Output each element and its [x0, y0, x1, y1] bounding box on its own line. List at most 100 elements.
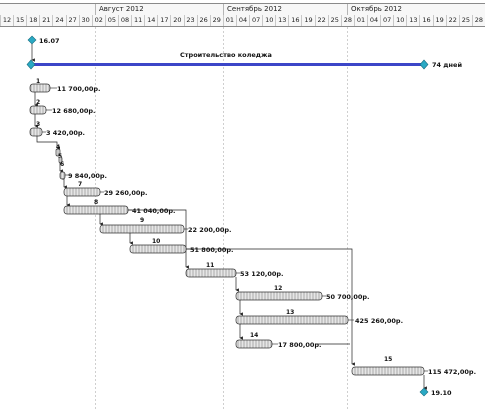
end-milestone-diamond: [419, 387, 429, 397]
task-9-number: 9: [140, 217, 144, 224]
summary-end-diamond: [419, 59, 429, 70]
start-milestone-diamond: [27, 35, 37, 45]
timescale-day: 07: [249, 15, 262, 26]
task-9-bar: [99, 224, 185, 234]
timescale-day: 20: [170, 15, 183, 26]
task-14[interactable]: 14 17 800,00р.: [235, 332, 322, 349]
timescale-day: 15: [13, 15, 26, 26]
task-10-cost: 51 800,00р.: [190, 246, 234, 254]
summary-duration: 74 дней: [432, 61, 462, 69]
timescale-day: 28: [471, 15, 485, 26]
task-5-bar: [58, 156, 63, 164]
task-1[interactable]: 1 11 700,00р.: [29, 78, 101, 93]
timescale-day: 11: [131, 15, 144, 26]
timescale-day: 08: [117, 15, 131, 26]
task-4[interactable]: 4: [55, 144, 61, 157]
task-14-bar: [235, 339, 273, 349]
task-4-number: 4: [56, 144, 60, 151]
timescale-day: 30: [78, 15, 92, 26]
task-8-cost: 41 040,00р.: [132, 207, 176, 215]
task-15-cost: 115 472,00р.: [428, 368, 476, 376]
end-milestone-date: 19.10: [431, 389, 452, 397]
task-9-cost: 22 200,00р.: [188, 226, 232, 234]
timescale-day: 25: [458, 15, 472, 26]
task-13[interactable]: 13 425 260,00р.: [235, 309, 403, 325]
task-12[interactable]: 12 50 700,00р.: [235, 285, 370, 301]
task-2-bar: [29, 105, 47, 115]
task-14-number: 14: [250, 332, 258, 339]
timescale-day: 04: [367, 15, 380, 26]
task-1-cost: 11 700,00р.: [57, 85, 101, 93]
task-3-number: 3: [36, 121, 40, 128]
link-3-4: [36, 136, 60, 150]
task-13-cost: 425 260,00р.: [355, 317, 403, 325]
timescale-day: 01: [353, 15, 367, 26]
start-milestone[interactable]: 16.07: [27, 35, 60, 45]
timescale-day: 01: [222, 15, 236, 26]
timescale-day: 16: [288, 15, 301, 26]
link-6-7: [62, 178, 67, 189]
task-15-number: 15: [384, 356, 392, 363]
timescale-day: 26: [196, 15, 210, 26]
timescale-day: 04: [235, 15, 249, 26]
task-7-cost: 29 260,00р.: [104, 189, 148, 197]
month-october: Октябрь 2012: [347, 4, 485, 15]
summary-task[interactable]: Строительство коледжа 74 дней: [26, 51, 462, 70]
month-august: Август 2012: [95, 4, 223, 15]
task-12-cost: 50 700,00р.: [326, 293, 370, 301]
task-10[interactable]: 10 51 800,00р.: [129, 238, 234, 254]
task-7[interactable]: 7 29 260,00р.: [63, 181, 148, 197]
timescale-day: 25: [327, 15, 341, 26]
timescale-day: 13: [406, 15, 419, 26]
task-8-number: 8: [94, 199, 98, 206]
timescale-day: 17: [157, 15, 170, 26]
task-11-cost: 53 120,00р.: [240, 270, 284, 278]
timescale-day: 02: [91, 15, 105, 26]
task-7-bar: [63, 187, 101, 197]
month-september: Сентябрь 2012: [223, 4, 347, 15]
task-6[interactable]: 6 9 840,00р.: [59, 161, 107, 180]
timescale-day: 19: [432, 15, 446, 26]
link-10-15: [186, 248, 355, 366]
summary-title: Строительство коледжа: [180, 51, 272, 59]
task-5-number: 5: [58, 153, 62, 160]
task-13-number: 13: [286, 309, 294, 316]
task-5[interactable]: 5: [58, 153, 63, 164]
timescale-day: 24: [52, 15, 65, 26]
summary-start-diamond: [26, 59, 36, 70]
task-11[interactable]: 11 53 120,00р.: [185, 262, 284, 278]
task-2-number: 2: [36, 99, 40, 106]
timescale-day: 18: [26, 15, 39, 26]
timescale-day: 22: [314, 15, 328, 26]
timescale-day: 12: [0, 15, 13, 26]
task-8[interactable]: 8 41 040,00р.: [63, 199, 176, 215]
month-gridlines: [95, 27, 348, 409]
start-milestone-date: 16.07: [39, 37, 60, 45]
task-14-cost: 17 800,00р.: [278, 341, 322, 349]
timescale-day: 10: [393, 15, 406, 26]
task-12-number: 12: [274, 285, 282, 292]
task-10-number: 10: [152, 238, 160, 245]
end-milestone[interactable]: 19.10: [419, 387, 452, 397]
task-1-number: 1: [36, 78, 40, 85]
task-3[interactable]: 3 3 420,00р.: [29, 121, 85, 137]
task-2[interactable]: 2 12 680,00р.: [29, 99, 96, 115]
task-7-number: 7: [78, 181, 82, 188]
task-9[interactable]: 9 22 200,00р.: [99, 217, 232, 234]
task-6-bar: [59, 171, 66, 180]
task-3-bar: [29, 127, 43, 137]
gantt-chart: 16.07 Строительство коледжа 74 дней 1 11…: [26, 27, 476, 409]
task-6-cost: 9 840,00р.: [68, 172, 107, 180]
task-12-bar: [235, 291, 323, 301]
task-6-number: 6: [60, 161, 64, 168]
timescale-day: 13: [275, 15, 288, 26]
task-1-bar: [29, 83, 51, 93]
task-15[interactable]: 15 115 472,00р.: [351, 356, 476, 376]
timescale-day: 23: [183, 15, 197, 26]
timescale-day: 19: [301, 15, 314, 26]
timescale-day: 22: [445, 15, 459, 26]
timescale-day: 28: [340, 15, 354, 26]
timescale-day: 29: [209, 15, 223, 26]
task-10-bar: [129, 244, 187, 254]
timescale-day: 07: [380, 15, 393, 26]
